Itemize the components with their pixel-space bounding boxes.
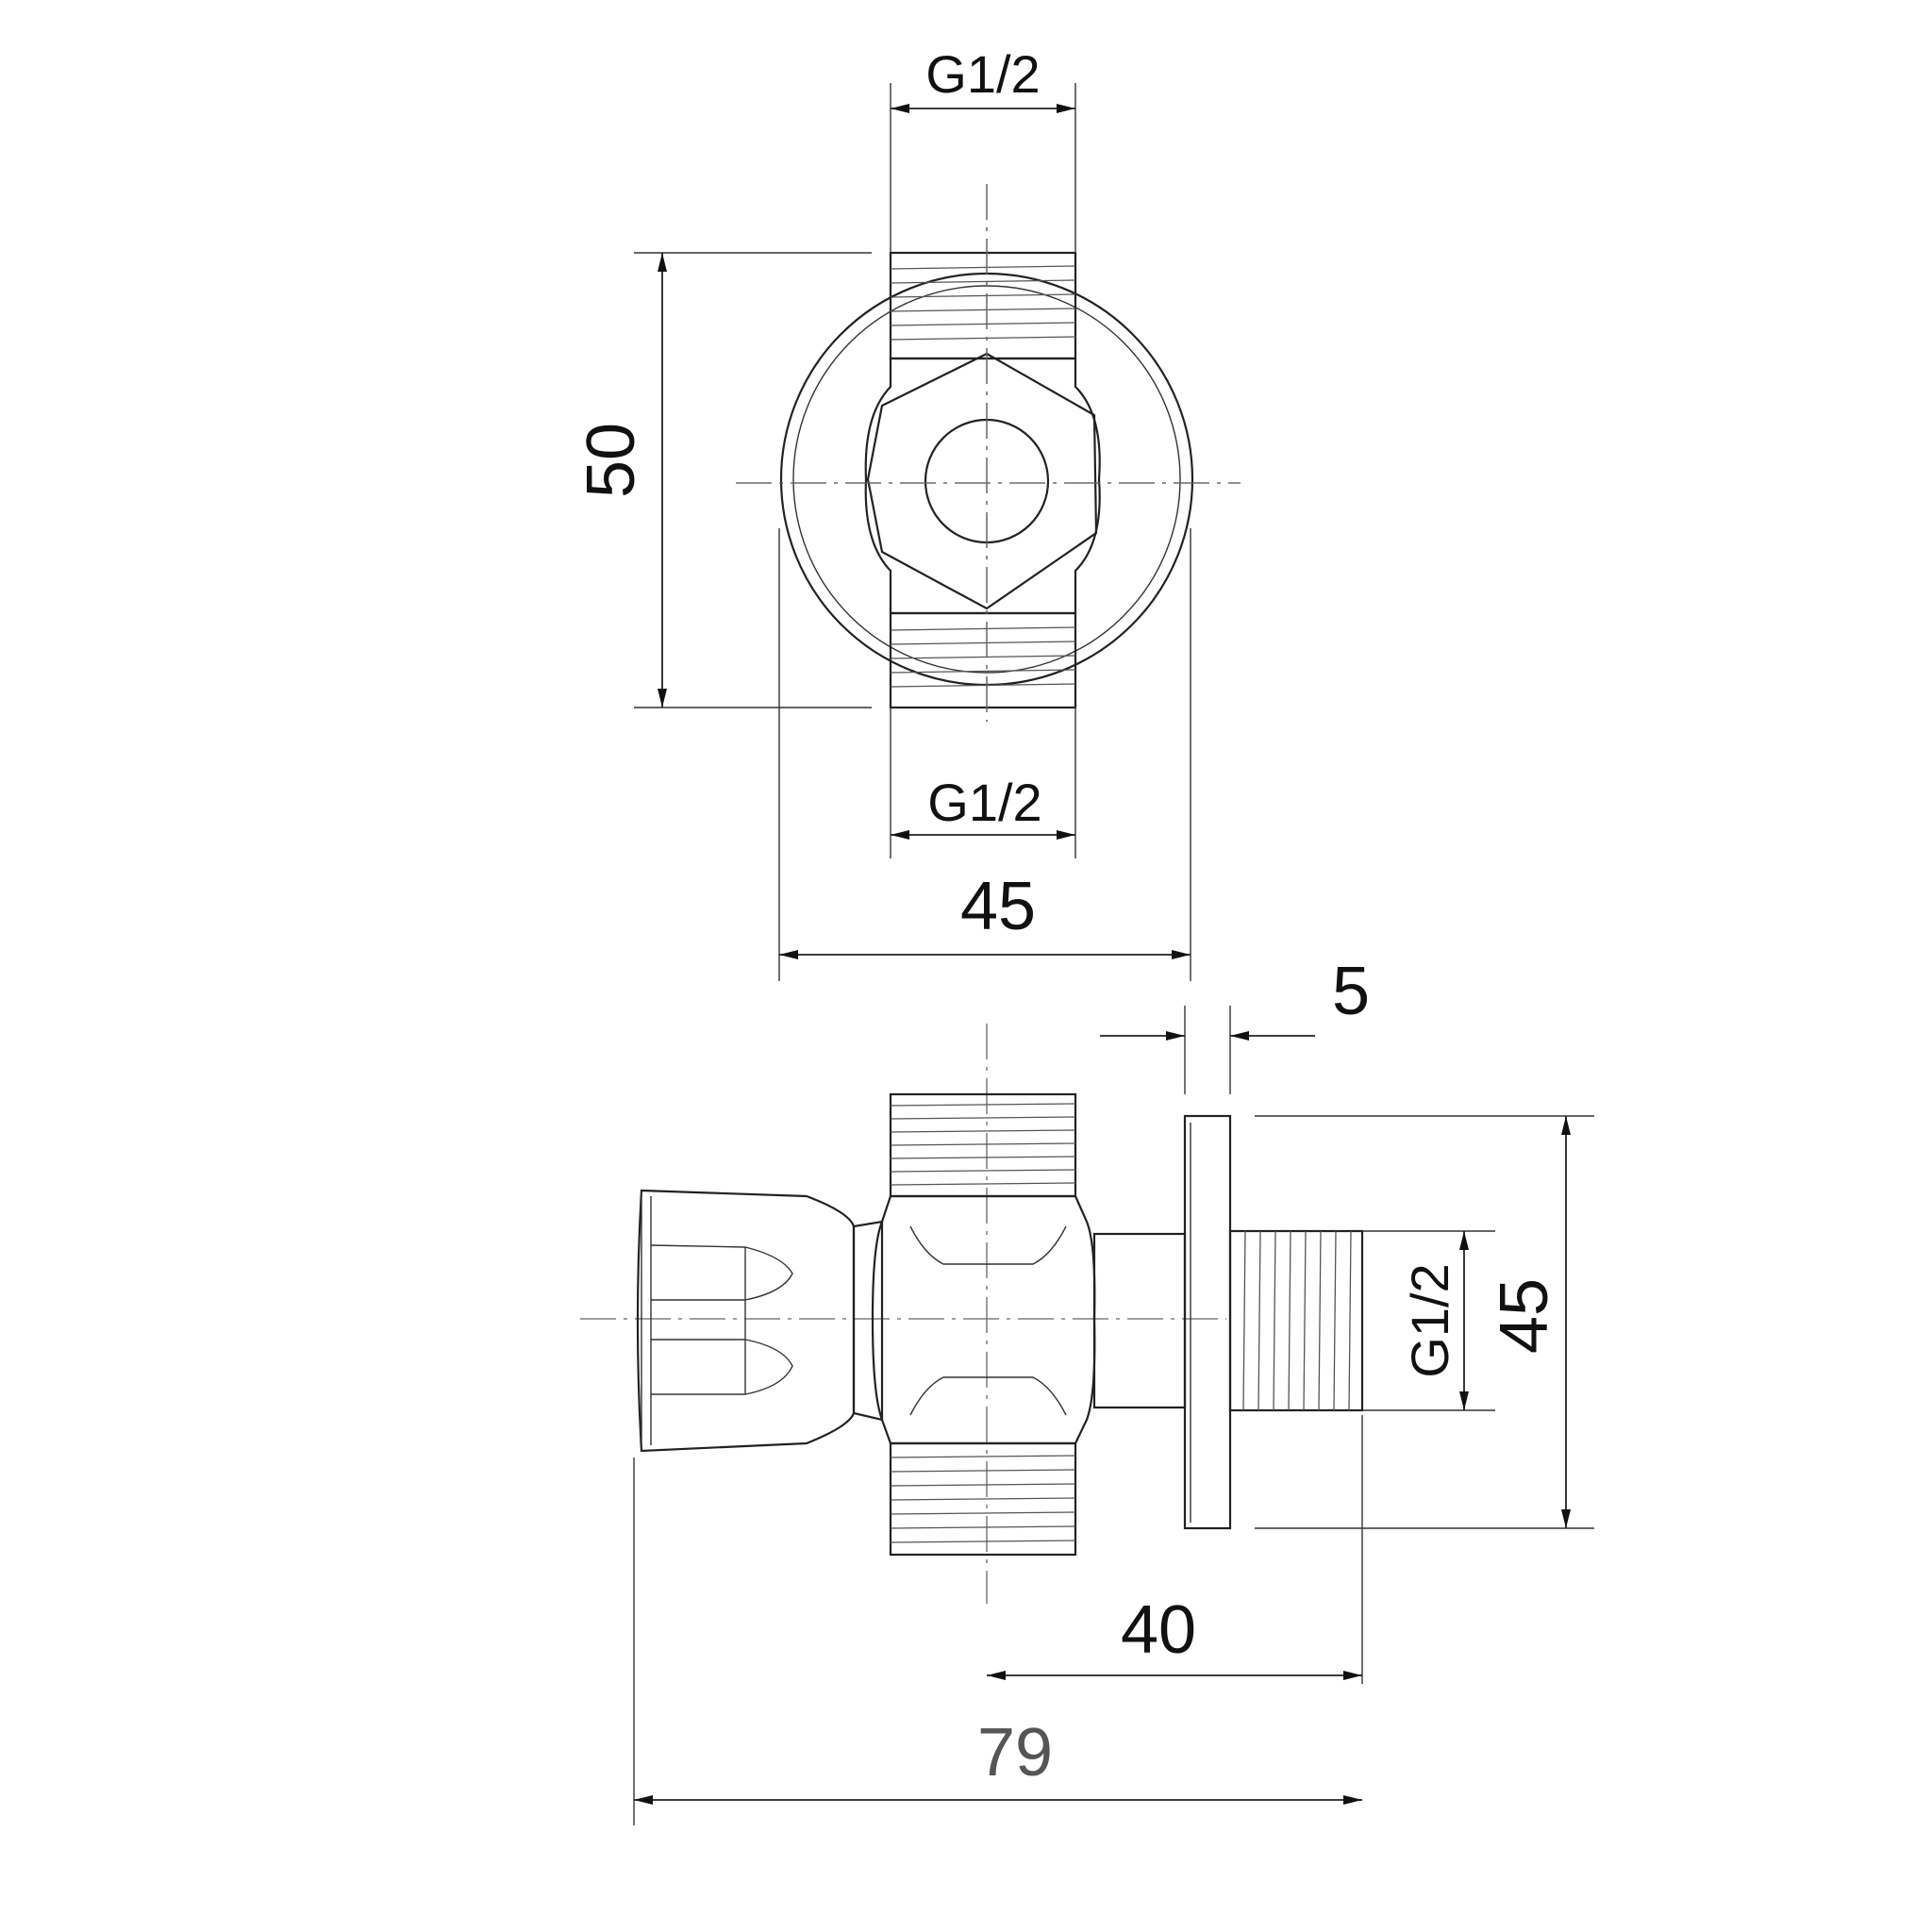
side-flange — [1183, 1114, 1232, 1530]
side-body — [871, 1194, 1096, 1445]
front-top-thread — [889, 251, 1077, 360]
side-bottom-thread — [889, 1441, 1077, 1557]
front-bottom-thread — [889, 611, 1077, 709]
side-flange-thickness-label: 5 — [1332, 954, 1370, 1029]
front-top-thread-label: G1/2 — [925, 44, 1040, 104]
side-outlet-thread-label: G1/2 — [1400, 1263, 1459, 1377]
side-view: 5 G1/2 45 40 79 — [580, 954, 1594, 1825]
side-overall-length-label: 79 — [977, 1715, 1053, 1790]
front-view: G1/2 G1/2 50 45 — [574, 44, 1241, 981]
front-hex-nut — [866, 352, 1098, 610]
side-handle — [636, 1189, 856, 1453]
front-height-label: 50 — [574, 423, 649, 498]
side-top-thread — [889, 1092, 1077, 1198]
side-center-to-face-label: 40 — [1121, 1592, 1196, 1668]
side-stem — [1092, 1232, 1187, 1409]
side-outlet-thread — [1228, 1229, 1364, 1412]
side-flange-diameter-label: 45 — [1487, 1278, 1562, 1354]
front-width-label: 45 — [960, 869, 1036, 944]
front-bottom-thread-label: G1/2 — [927, 773, 1041, 832]
front-hex-body — [864, 357, 1101, 615]
